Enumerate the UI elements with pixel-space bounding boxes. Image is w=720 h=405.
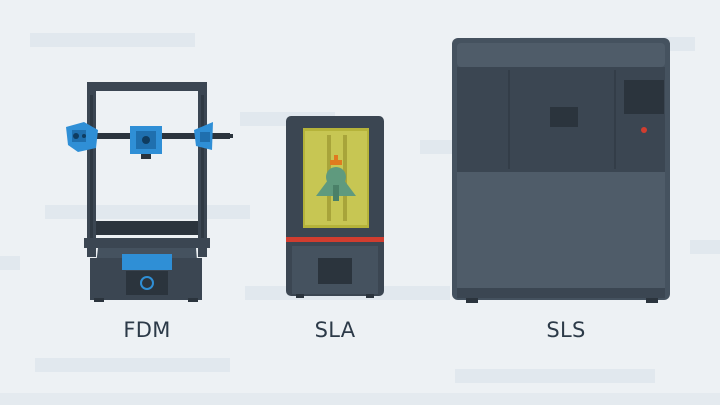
sla-label: SLA <box>314 318 356 342</box>
sls-label: SLS <box>546 318 586 342</box>
fdm-label: FDM <box>123 318 171 342</box>
